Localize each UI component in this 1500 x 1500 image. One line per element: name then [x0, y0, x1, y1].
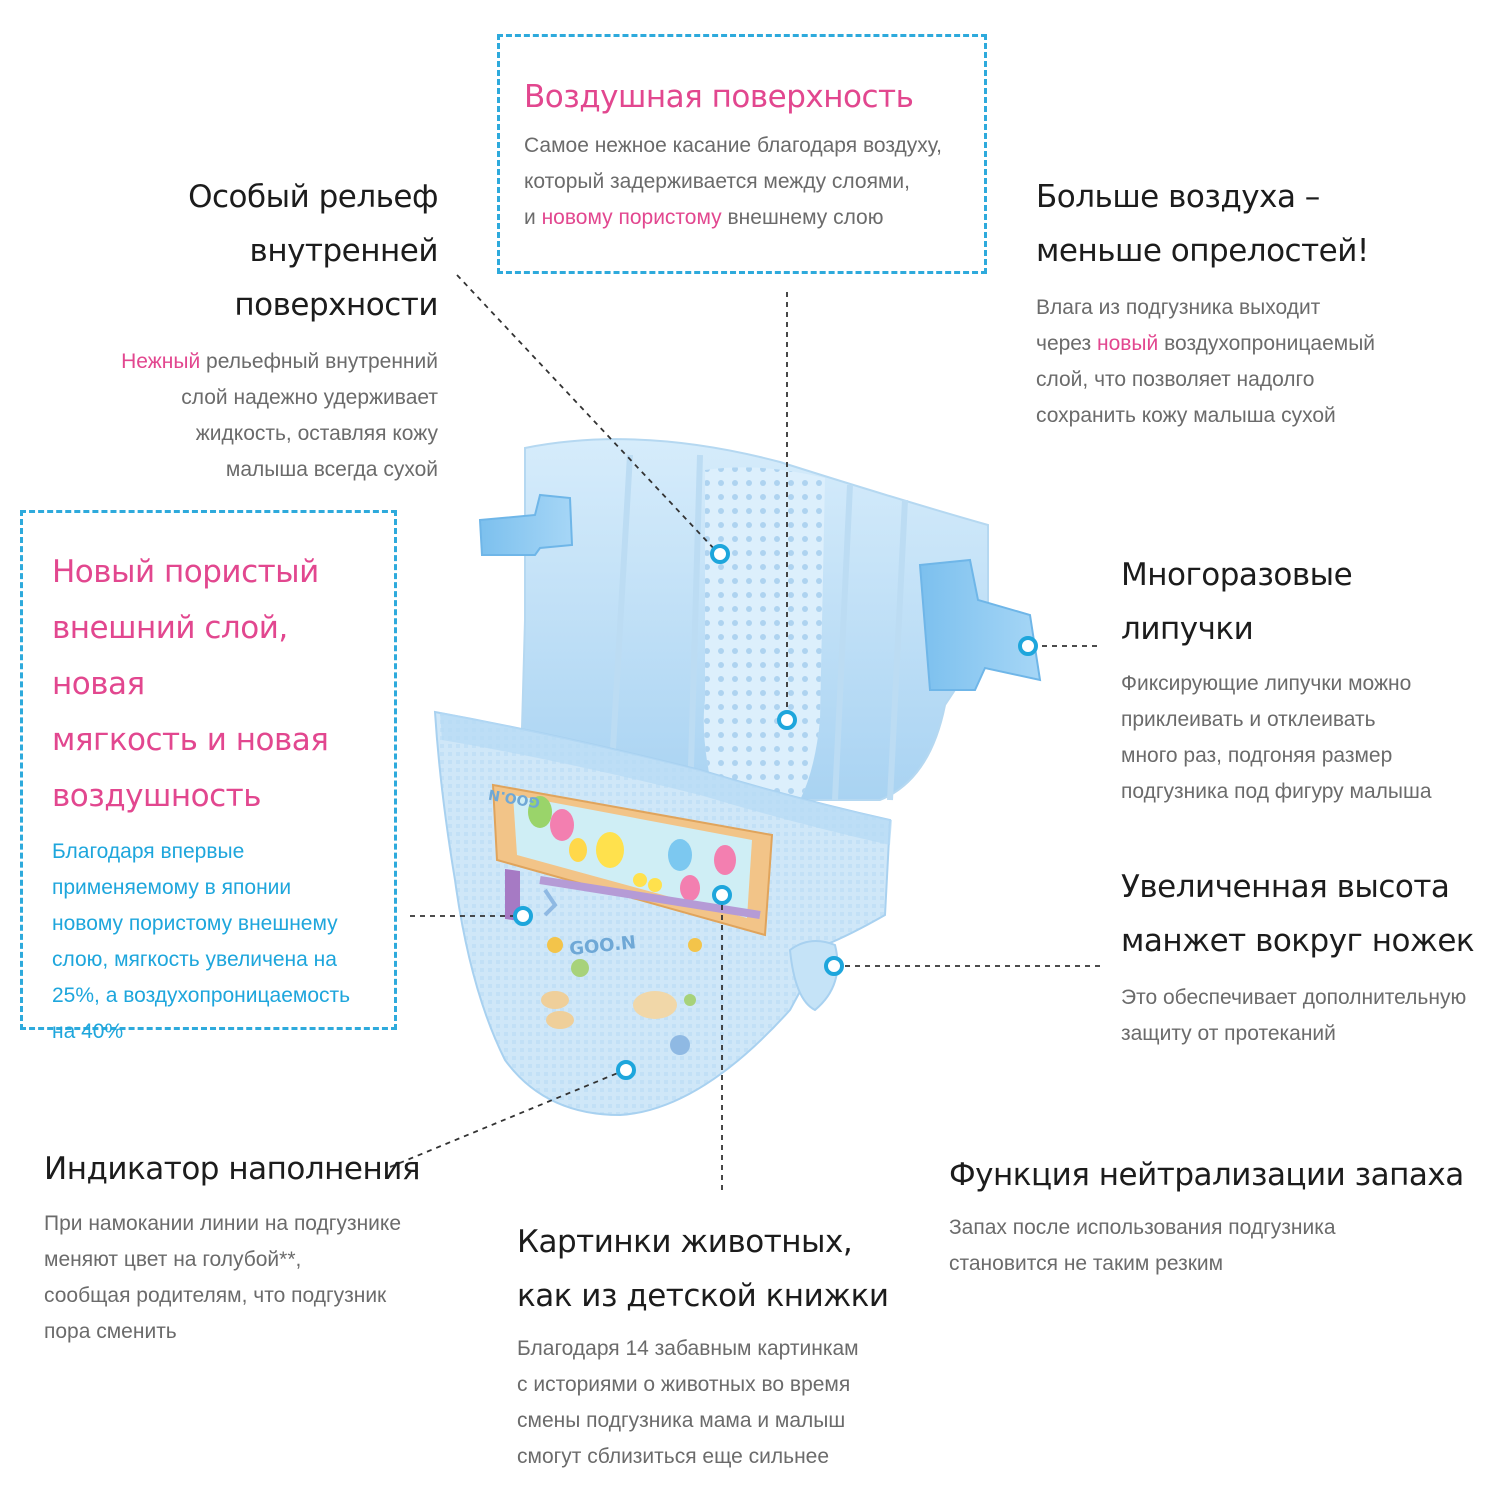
air-surface-line-3: и новому пористому внешнему слою	[524, 206, 884, 229]
porous-layer-line-4: слою, мягкость увеличена на	[52, 948, 337, 971]
leader-lines	[389, 274, 1100, 1190]
porous-layer-line-6: на 40%	[52, 1020, 124, 1043]
feature-cuffs: Увеличенная высота манжет вокруг ножек Э…	[1121, 860, 1496, 1052]
more-air-line-3: слой, что позволяет надолго	[1036, 368, 1315, 391]
odor-line-1: Запах после использования подгузника	[949, 1216, 1336, 1239]
cuffs-line-2: защиту от протеканий	[1121, 1022, 1336, 1045]
velcro-line-4: подгузника под фигуру малыша	[1121, 780, 1432, 803]
indicator-line-1: При намокании линии на подгузнике	[44, 1212, 401, 1235]
porous-layer-text: Благодаря впервые применяемому в японии …	[52, 834, 382, 1050]
porous-layer-line-3: новому пористому внешнему	[52, 912, 338, 935]
pictures-line-1: Благодаря 14 забавным картинкам	[517, 1337, 859, 1360]
odor-text: Запах после использования подгузника ста…	[949, 1210, 1469, 1282]
relief-text: Нежный рельефный внутренний слой надежно…	[60, 344, 438, 488]
feature-pictures: Картинки животных, как из детской книжки…	[517, 1215, 917, 1475]
cuffs-line-1: Это обеспечивает дополнительную	[1121, 986, 1467, 1009]
relief-line-4: малыша всегда сухой	[225, 458, 438, 481]
air-surface-text: Самое нежное касание благодаря воздуху, …	[524, 128, 974, 236]
marker-pictures[interactable]	[712, 885, 732, 905]
relief-title: Особый рельеф внутренней поверхности	[188, 179, 438, 323]
indicator-line-4: пора сменить	[44, 1320, 177, 1343]
leg-cuff	[788, 940, 839, 1012]
air-surface-box	[497, 34, 987, 274]
more-air-text: Влага из подгузника выходит через новый …	[1036, 290, 1476, 434]
porous-layer-line-2: применяемому в японии	[52, 876, 292, 899]
pictures-line-4: смогут сблизиться еще сильнее	[517, 1445, 830, 1468]
relief-line-2: слой надежно удерживает	[181, 386, 438, 409]
odor-title: Функция нейтрализации запаха	[949, 1157, 1464, 1193]
feature-air-surface: Воздушная поверхность Самое нежное касан…	[524, 70, 974, 236]
feature-porous-layer: Новый пористый внешний слой, новая мягко…	[52, 544, 382, 1050]
diaper-left-tape	[478, 493, 574, 556]
marker-air-surface[interactable]	[777, 710, 797, 730]
porous-layer-box	[20, 510, 397, 1030]
indicator-title: Индикатор наполнения	[44, 1151, 421, 1187]
velcro-line-1: Фиксирующие липучки можно	[1121, 672, 1412, 695]
feature-odor: Функция нейтрализации запаха Запах после…	[949, 1148, 1469, 1282]
feature-indicator: Индикатор наполнения При намокании линии…	[44, 1142, 444, 1350]
marker-porous-layer[interactable]	[513, 906, 533, 926]
pictures-line-2: с историями о животных во время	[517, 1373, 851, 1396]
relief-line-1: Нежный рельефный внутренний	[121, 350, 438, 373]
character-band	[491, 783, 774, 937]
more-air-line-2: через новый воздухопроницаемый	[1036, 332, 1376, 355]
indicator-text: При намокании линии на подгузнике меняют…	[44, 1206, 444, 1350]
cuffs-text: Это обеспечивает дополнительную защиту о…	[1121, 980, 1496, 1052]
more-air-title: Больше воздуха – меньше опрелостей!	[1036, 179, 1369, 269]
porous-layer-line-5: 25%, а воздухопроницаемость	[52, 984, 351, 1007]
feature-relief: Особый рельеф внутренней поверхности Неж…	[60, 170, 438, 488]
more-air-line-1: Влага из подгузника выходит	[1036, 296, 1321, 319]
diaper-inner-core	[703, 467, 825, 800]
cuffs-title: Увеличенная высота манжет вокруг ножек	[1121, 869, 1475, 959]
pictures-title: Картинки животных, как из детской книжки	[517, 1224, 889, 1314]
marker-velcro[interactable]	[1018, 636, 1038, 656]
pictures-line-3: смены подгузника мама и малыш	[517, 1409, 846, 1432]
feature-more-air: Больше воздуха – меньше опрелостей! Влаг…	[1036, 170, 1476, 434]
odor-line-2: становится не таким резким	[949, 1252, 1224, 1275]
air-surface-title: Воздушная поверхность	[524, 79, 914, 115]
feature-velcro: Многоразовые липучки Фиксирующие липучки…	[1121, 548, 1491, 810]
porous-layer-line-1: Благодаря впервые	[52, 840, 245, 863]
marker-relief[interactable]	[710, 544, 730, 564]
velcro-line-3: много раз, подгоняя размер	[1121, 744, 1393, 767]
air-surface-line-2: который задерживается между слоями,	[524, 170, 910, 193]
indicator-line-2: меняют цвет на голубой**,	[44, 1248, 302, 1271]
more-air-line-4: сохранить кожу малыша сухой	[1036, 404, 1336, 427]
indicator-line-3: сообщая родителям, что подгузник	[44, 1284, 387, 1307]
diaper-right-tape	[918, 558, 1042, 691]
porous-layer-title: Новый пористый внешний слой, новая мягко…	[52, 554, 329, 814]
hotspot-markers	[513, 544, 1038, 1080]
velcro-text: Фиксирующие липучки можно приклеивать и …	[1121, 666, 1491, 810]
relief-line-3: жидкость, оставляя кожу	[195, 422, 438, 445]
velcro-line-2: приклеивать и отклеивать	[1121, 708, 1376, 731]
marker-cuffs[interactable]	[824, 956, 844, 976]
pictures-text: Благодаря 14 забавным картинкам с истори…	[517, 1331, 917, 1475]
air-surface-line-1: Самое нежное касание благодаря воздуху,	[524, 134, 942, 157]
velcro-title: Многоразовые липучки	[1121, 557, 1353, 647]
marker-indicator[interactable]	[616, 1060, 636, 1080]
